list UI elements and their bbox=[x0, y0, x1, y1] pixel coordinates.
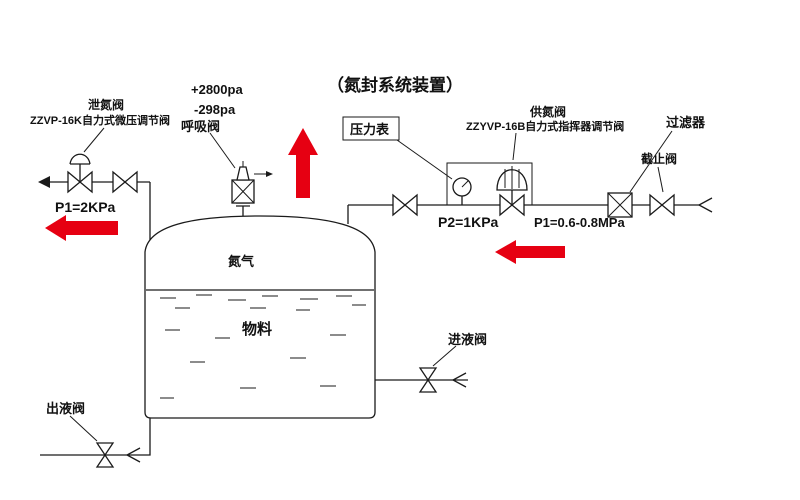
liquid-inlet-branch bbox=[375, 367, 468, 393]
isolation-valve-left-wing bbox=[392, 193, 407, 217]
upstream-pressure-label: P1=0.6-0.8MPa bbox=[534, 215, 625, 230]
relief-pressure-label: P1=2KPa bbox=[55, 199, 116, 215]
relief-valve-actuator bbox=[69, 153, 91, 182]
relief-valve-left-wing bbox=[67, 170, 82, 194]
outlet-flow-arrow-icon bbox=[125, 447, 141, 463]
supply-valve-model: ZZYVP-16B自力式指挥器调节阀 bbox=[466, 119, 624, 133]
outlet-valve-top-wing bbox=[95, 442, 115, 457]
outlet-pipe bbox=[40, 418, 151, 456]
liquid-ripples bbox=[160, 294, 366, 399]
stop-valve-right-wing bbox=[660, 193, 675, 217]
isolation-valve-right-wing bbox=[403, 193, 418, 217]
breather-pressure-neg: -298pa bbox=[194, 102, 236, 117]
flow-arrow-left-relief-icon bbox=[45, 215, 118, 241]
storage-tank: 氮气 物料 bbox=[144, 215, 376, 419]
stop-valve-left-wing bbox=[649, 193, 664, 217]
gauge-label: 压力表 bbox=[350, 122, 390, 137]
impulse-line bbox=[446, 162, 533, 205]
leader-filter bbox=[629, 130, 673, 193]
liquid-outlet-branch bbox=[40, 418, 151, 468]
leader-supply-valve bbox=[512, 132, 517, 161]
flow-arrow-up-icon bbox=[288, 128, 318, 198]
supply-branch bbox=[347, 162, 713, 224]
filter-cross bbox=[607, 192, 633, 218]
breather-valve bbox=[231, 161, 273, 216]
relief-branch bbox=[38, 153, 151, 240]
inlet-valve-label: 进液阀 bbox=[448, 332, 487, 347]
leader-relief-valve bbox=[83, 127, 105, 153]
supply-valve-label: 供氮阀 bbox=[529, 104, 566, 119]
flow-arrow-left-supply-icon bbox=[495, 240, 565, 264]
stop-valve-label: 截止阀 bbox=[641, 151, 677, 166]
supply-pipe-end-arrow-icon bbox=[697, 197, 713, 213]
filter-label: 过滤器 bbox=[666, 115, 706, 130]
leader-stop-valve bbox=[657, 166, 664, 193]
gauge-needle bbox=[461, 180, 469, 188]
breather-vent-arrow-icon bbox=[266, 171, 273, 177]
leader-inlet-valve bbox=[432, 345, 457, 367]
outlet-valve-bottom-wing bbox=[95, 453, 115, 468]
tank-liquid-label: 物料 bbox=[242, 320, 272, 338]
breather-label: 呼吸阀 bbox=[181, 119, 220, 134]
relief-valve-right-wing bbox=[78, 170, 93, 194]
gate-valve-right-wing bbox=[123, 170, 138, 194]
supply-valve-right-wing bbox=[510, 193, 525, 217]
downstream-pressure-label: P2=1KPa bbox=[438, 214, 499, 230]
leader-outlet-valve bbox=[69, 415, 98, 442]
leader-breather bbox=[209, 132, 236, 169]
tank-gas-label: 氮气 bbox=[228, 254, 254, 269]
breather-stem bbox=[236, 202, 250, 216]
inlet-flow-arrow-icon bbox=[451, 372, 467, 388]
inlet-valve-bottom-wing bbox=[418, 378, 438, 393]
leader-lines bbox=[69, 127, 673, 442]
outlet-valve-label: 出液阀 bbox=[46, 401, 85, 416]
leader-gauge bbox=[396, 139, 453, 180]
inlet-valve-top-wing bbox=[418, 367, 438, 382]
relief-valve-model: ZZVP-16K自力式微压调节阀 bbox=[30, 113, 170, 127]
pipe-end-fitting-icon bbox=[38, 176, 50, 188]
diagram-title: （氮封系统装置） bbox=[327, 75, 463, 95]
supply-valve-left-wing bbox=[499, 193, 514, 217]
gate-valve-left-wing bbox=[112, 170, 127, 194]
relief-valve-label: 泄氮阀 bbox=[88, 97, 124, 112]
breather-cap bbox=[236, 166, 250, 181]
breather-cross bbox=[231, 179, 255, 204]
gauge-label-box bbox=[342, 116, 400, 141]
breather-pressure-pos: +2800pa bbox=[191, 82, 243, 97]
supply-valve-diaphragm-hatch bbox=[504, 166, 520, 189]
tank-body bbox=[144, 215, 376, 419]
